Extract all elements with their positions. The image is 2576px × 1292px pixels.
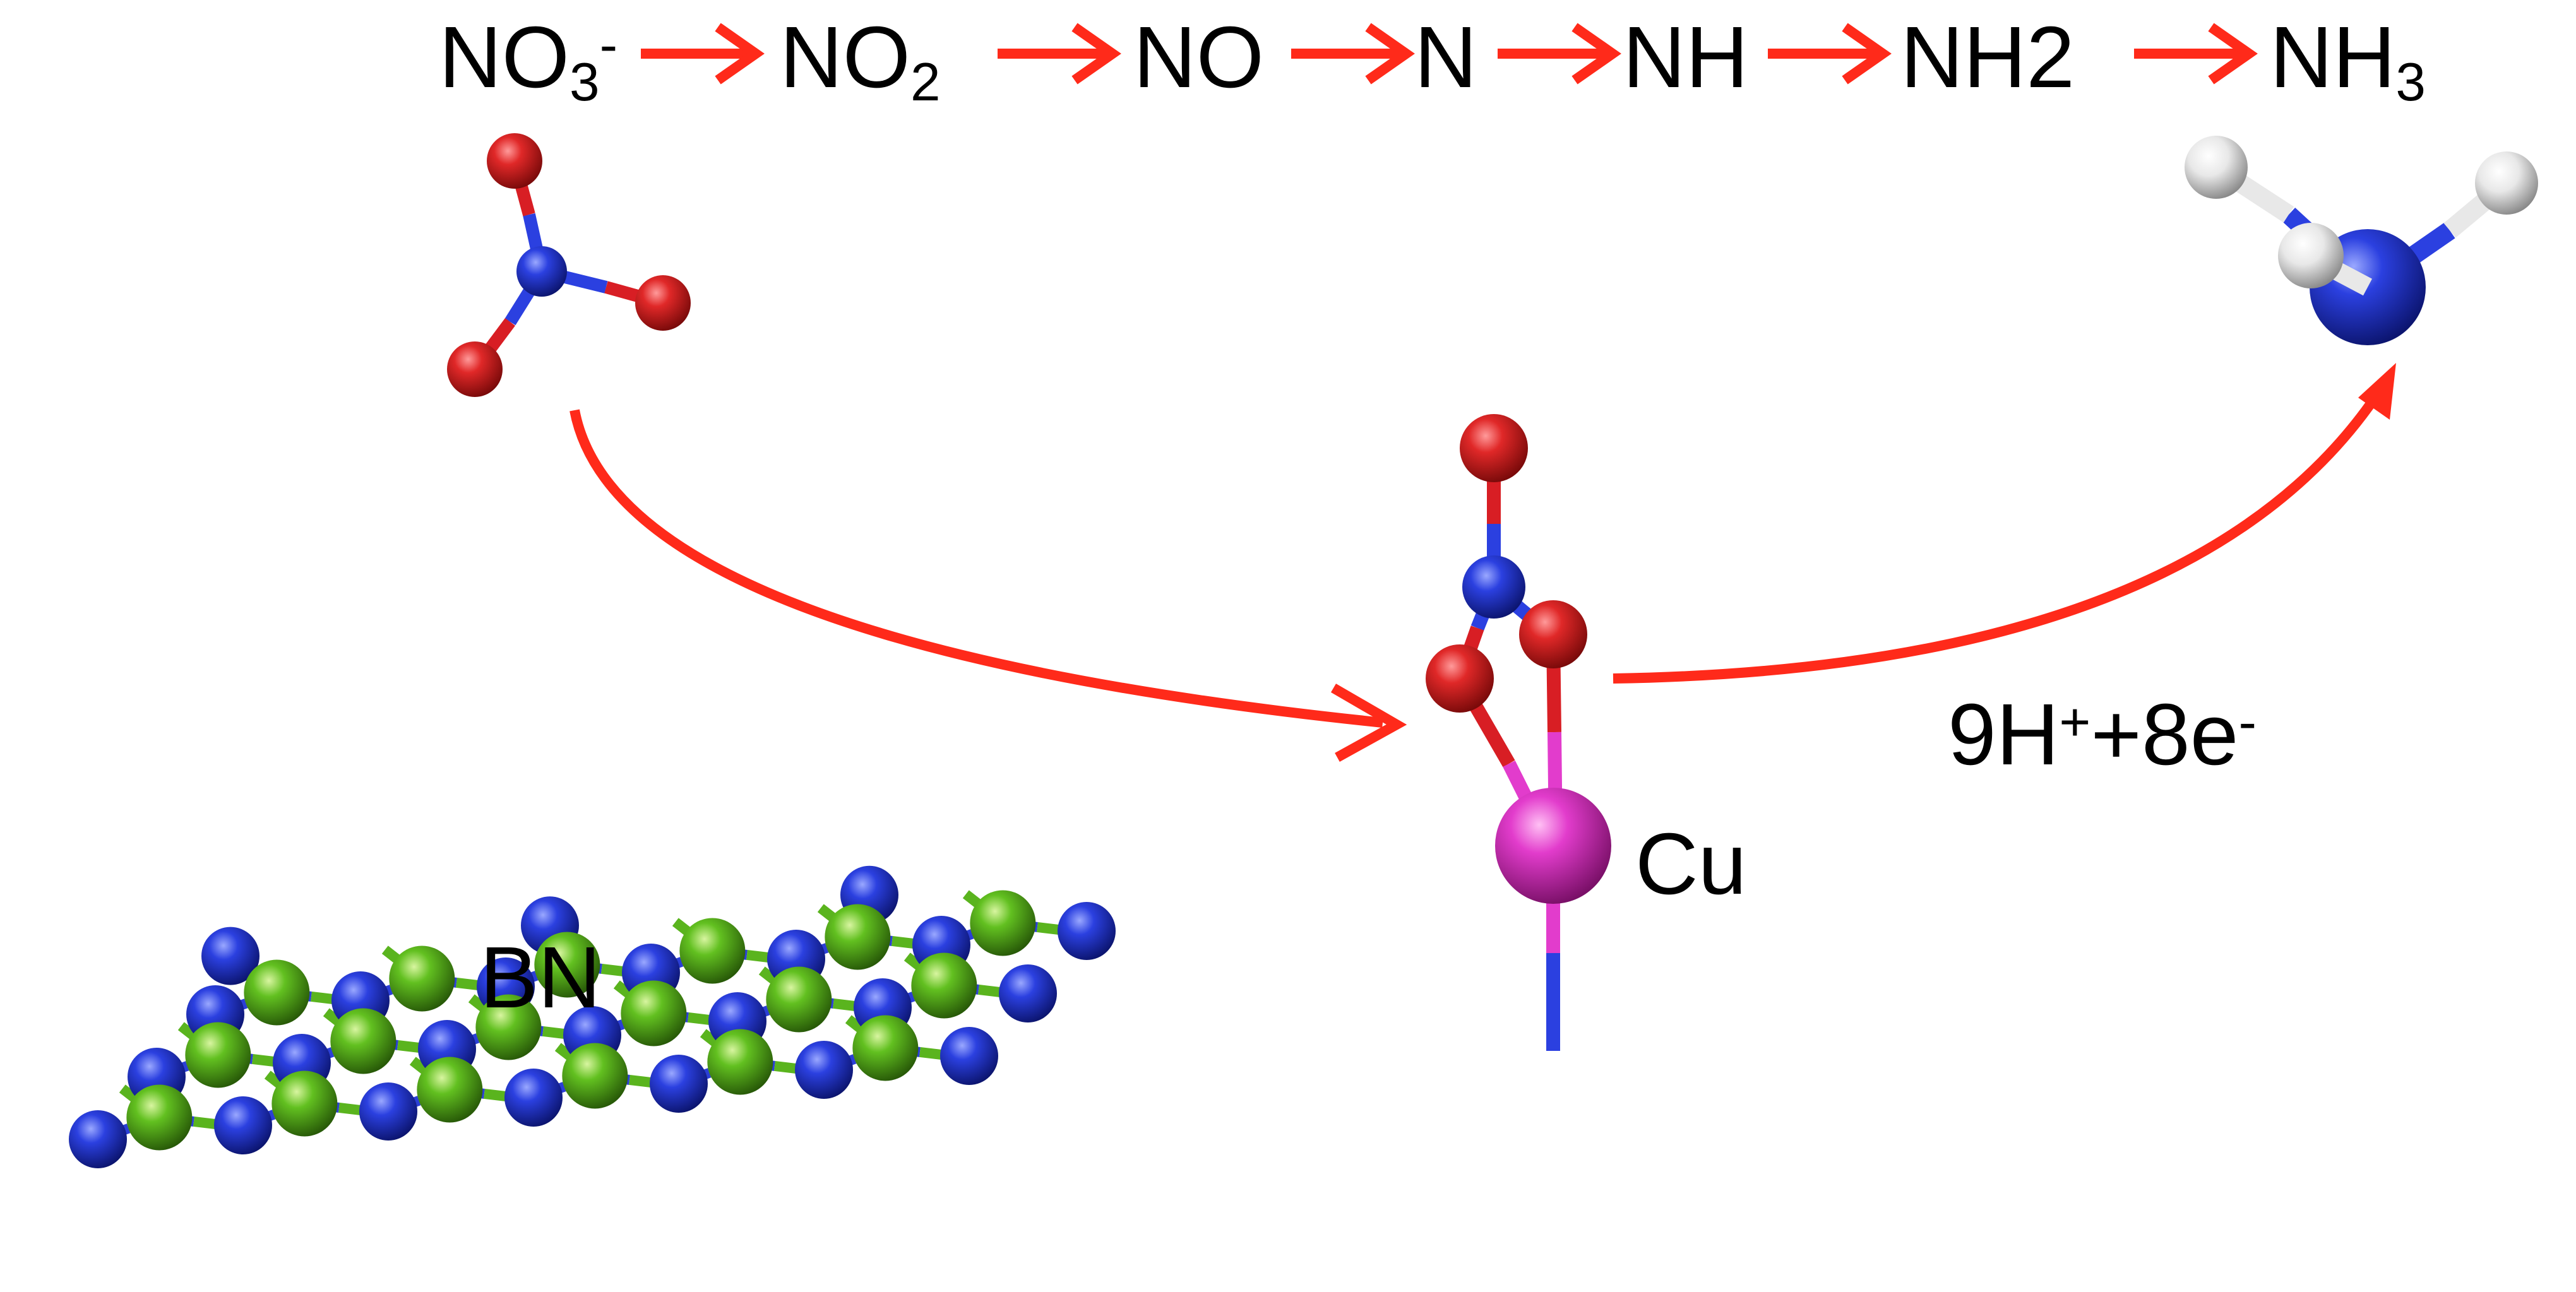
boron-atom — [185, 1022, 251, 1088]
boron-atom — [825, 904, 891, 970]
adsorption-arrow — [569, 409, 1383, 728]
pathway-arrows — [641, 23, 2258, 85]
oxygen-atom — [1519, 600, 1587, 668]
boron-atom — [271, 1070, 338, 1137]
boron-atom — [562, 1043, 628, 1109]
pathway-step-nh3: NH3 — [2270, 9, 2426, 113]
boron-atom — [852, 1015, 919, 1081]
hydrogen-atom — [2278, 223, 2344, 288]
arrow-head — [1330, 684, 1407, 762]
oxygen-atom — [635, 275, 691, 331]
pathway-step-nh2: NH2 — [1900, 9, 2075, 106]
step-arrow — [998, 23, 1121, 85]
copper-label: Cu — [1635, 815, 1747, 913]
pathway-step-no2: NO2 — [780, 9, 941, 113]
nitrogen-atom — [214, 1096, 272, 1154]
boron-atom — [475, 994, 542, 1060]
nitrogen-atom — [1462, 555, 1525, 619]
nitrogen-atom — [795, 1041, 853, 1099]
nitrogen-atom — [999, 964, 1057, 1022]
step-arrow — [1768, 23, 1892, 85]
boron-atom — [911, 952, 977, 1019]
substrate-label: BN — [480, 929, 601, 1026]
nitrogen-atom — [516, 246, 567, 297]
boron-atom — [330, 1008, 397, 1074]
nitrogen-atom — [650, 1055, 708, 1113]
hydrogen-atom — [2185, 136, 2248, 199]
nitrogen-atom — [504, 1069, 563, 1127]
reaction-arrows — [569, 363, 2396, 762]
boron-atom — [534, 932, 600, 998]
boron-atom — [417, 1057, 483, 1123]
adsorbed-nitrate — [1426, 414, 1611, 1051]
step-arrow — [1498, 23, 1621, 85]
boron-atom — [389, 945, 455, 1012]
step-arrow — [641, 23, 765, 85]
nitrogen-atom — [359, 1082, 417, 1141]
pathway-step-no: NO — [1133, 9, 1264, 106]
boron-atom — [970, 890, 1036, 956]
nitrogen-atom — [1058, 902, 1116, 960]
copper-atom — [1495, 788, 1611, 904]
nitrogen-atom — [201, 927, 259, 985]
oxygen-atom — [1460, 414, 1528, 482]
oxygen-atom — [1426, 644, 1494, 713]
reduction-arrow — [1613, 391, 2382, 684]
boron-atom — [126, 1084, 193, 1151]
hydrogen-atom — [2475, 151, 2538, 215]
boron-atom — [707, 1029, 773, 1095]
pathway-step-n: N — [1414, 9, 1477, 106]
pathway-step-nitrate: NO3- — [439, 9, 618, 113]
ammonia-molecule — [2185, 136, 2538, 345]
pathway-step-nh: NH — [1623, 9, 1749, 106]
boron-atom — [244, 959, 310, 1026]
boron-atom — [766, 966, 832, 1033]
boron-atom — [621, 980, 687, 1046]
nitrogen-atom — [940, 1027, 998, 1085]
oxygen-atom — [447, 341, 503, 397]
step-arrow — [1291, 23, 1415, 85]
oxygen-atom — [487, 133, 542, 189]
arrow-head — [2358, 363, 2396, 420]
nitrogen-atom — [69, 1110, 127, 1168]
bn-sheet — [69, 865, 1116, 1168]
free-nitrate — [447, 133, 691, 397]
step-arrow — [2134, 23, 2258, 85]
boron-atom — [679, 918, 746, 984]
reagents-label: 9H++8e- — [1948, 686, 2257, 783]
